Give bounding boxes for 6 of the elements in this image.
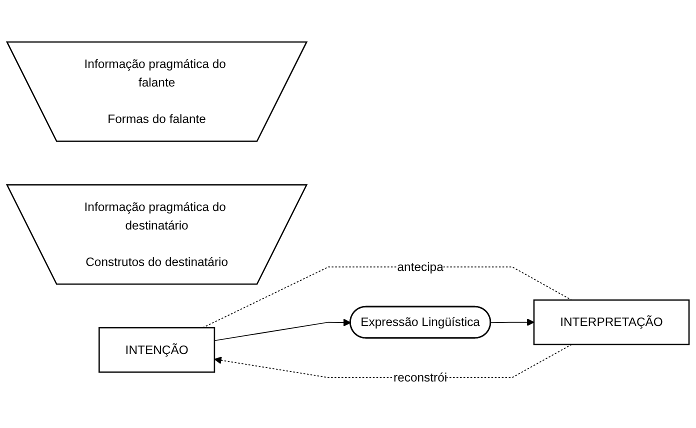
edge-label: reconstrói (394, 370, 448, 384)
node-box: INTERPRETAÇÃO (533, 299, 690, 345)
arrow (490, 318, 534, 326)
arrow (214, 318, 351, 341)
edge-label: antecipa (397, 259, 444, 274)
node-box: INTENÇÃO (98, 326, 216, 372)
